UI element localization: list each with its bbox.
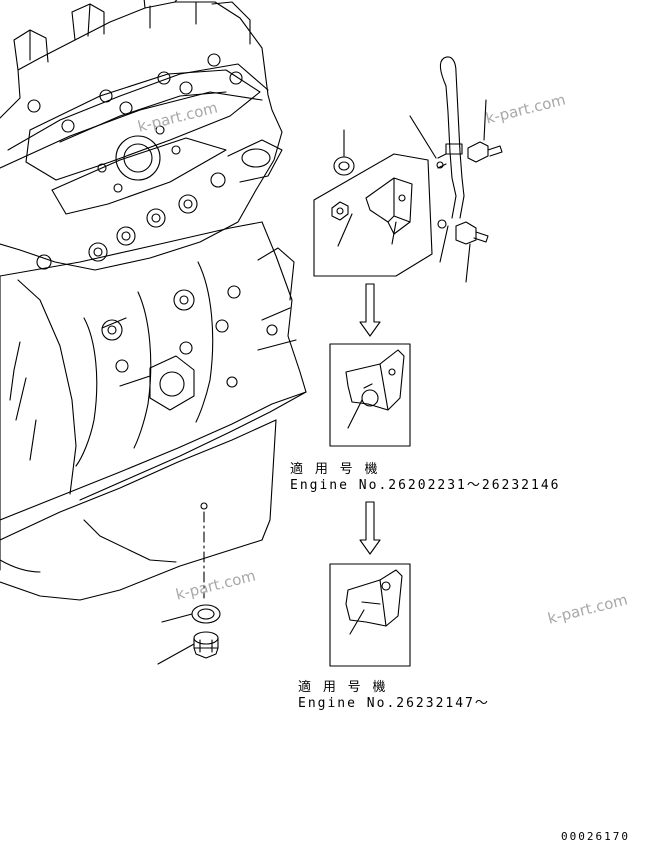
seal-ring-icon: [333, 156, 355, 176]
variant-2-applicable-label: 適 用 号 機: [298, 680, 388, 695]
variant-box-1: [329, 343, 411, 447]
drain-washer-icon: [191, 604, 221, 624]
variant-1-applicable-label: 適 用 号 機: [290, 462, 380, 477]
variant-1-engine-range: Engine No.26202231～26232146: [290, 478, 561, 493]
arrow-down-icon: [359, 501, 381, 555]
bracket-bolt-icon: [467, 141, 503, 163]
leader-lines: [157, 99, 487, 665]
variant-box-2: [329, 563, 411, 667]
arrow-down-icon: [359, 283, 381, 337]
tube-bolt-icon: [455, 221, 489, 245]
engine-block: [0, 0, 307, 601]
dipstick-assembly: [436, 56, 503, 245]
variant-2-engine-range: Engine No.26232147～: [298, 696, 490, 711]
bracket-detail: [313, 153, 433, 277]
document-number: 00026170: [561, 830, 630, 843]
drain-plug-icon: [193, 631, 219, 659]
